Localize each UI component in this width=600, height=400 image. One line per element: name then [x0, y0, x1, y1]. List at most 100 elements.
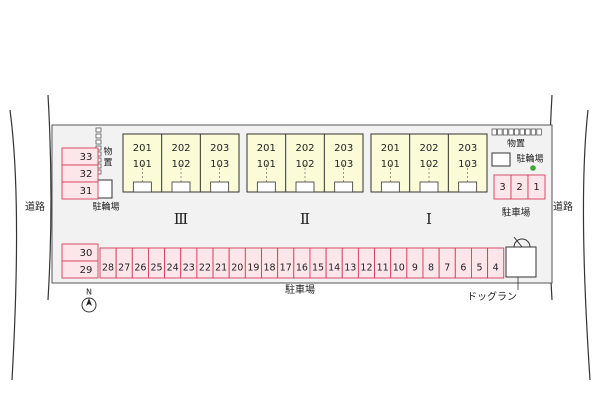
storage-slot-right [497, 128, 503, 136]
bike-rack-slot [95, 133, 102, 139]
parking-space [487, 247, 505, 279]
unit-102: 102 [295, 159, 314, 170]
bike-shelter-right [491, 152, 511, 167]
parking-space-31: 31 [80, 186, 93, 197]
storage-slot-right [536, 128, 542, 136]
entrance-notch [210, 181, 230, 193]
road-label-left: 道路 [25, 200, 45, 213]
entrance-notch [419, 181, 439, 193]
parking-space [527, 174, 546, 200]
bike-parking-label-right: 駐輪場 [516, 153, 543, 165]
bike-rack-slot [95, 139, 102, 145]
building-numeral: Ⅰ [426, 210, 432, 228]
unit-201: 201 [381, 143, 400, 154]
building-1 [122, 133, 240, 193]
parking-space-24: 24 [167, 263, 179, 274]
unit-103: 103 [458, 159, 477, 170]
parking-space-28: 28 [102, 263, 114, 274]
unit-102: 102 [419, 159, 438, 170]
entrance-notch [171, 181, 191, 193]
unit-101: 101 [257, 159, 276, 170]
parking-space-4: 4 [493, 263, 499, 274]
unit-202: 202 [171, 143, 190, 154]
parking-space-8: 8 [428, 263, 434, 274]
storage-slot-right [514, 128, 520, 136]
road-right-line [582, 109, 591, 381]
parking-space-27: 27 [118, 263, 130, 274]
parking-space-21: 21 [215, 263, 227, 274]
building-2 [246, 133, 364, 193]
parking-space-1: 1 [533, 182, 539, 193]
road-label-right: 道路 [553, 200, 573, 213]
parking-space-2: 2 [516, 182, 522, 193]
entrance-notch [458, 181, 478, 193]
parking-space [61, 181, 99, 200]
storage-slot-right [525, 128, 531, 136]
unit-202: 202 [419, 143, 438, 154]
parking-space-29: 29 [80, 265, 93, 276]
road-left-line [9, 109, 18, 381]
parking-space-30: 30 [80, 248, 93, 259]
north-label: N [86, 288, 92, 297]
entrance-notch [295, 181, 315, 193]
entrance-notch [132, 181, 152, 193]
entrance-notch [334, 181, 354, 193]
parking-space-12: 12 [360, 263, 372, 274]
road-left-inner-line [47, 94, 52, 301]
unit-101: 101 [381, 159, 400, 170]
entrance-notch [256, 181, 276, 193]
unit-201: 201 [257, 143, 276, 154]
parking-space-10: 10 [393, 263, 405, 274]
parking-space-14: 14 [328, 263, 340, 274]
parking-space-6: 6 [460, 263, 466, 274]
parking-space-33: 33 [80, 152, 93, 163]
parking-space-7: 7 [444, 263, 450, 274]
unit-103: 103 [334, 159, 353, 170]
dog-run-label: ドッグラン [467, 290, 517, 303]
unit-203: 203 [210, 143, 229, 154]
bike-rack-slot [95, 127, 102, 133]
north-arrow-icon [86, 298, 92, 306]
parking-space-18: 18 [264, 263, 276, 274]
parking-space-23: 23 [183, 263, 195, 274]
storage-slot-right [502, 128, 509, 136]
parking-space-9: 9 [412, 263, 418, 274]
parking-label-right: 駐車場 [502, 207, 531, 219]
parking-space-11: 11 [377, 263, 389, 274]
storage-slot-right [530, 128, 537, 136]
storage-slot-right [491, 128, 497, 136]
storage-label-right: 物置 [507, 138, 525, 150]
building-3 [370, 133, 488, 193]
building-numeral: Ⅲ [174, 210, 188, 228]
parking-space-15: 15 [312, 263, 324, 274]
dog-run-gate-arc [513, 238, 531, 248]
unit-203: 203 [334, 143, 353, 154]
parking-space-19: 19 [247, 263, 259, 274]
parking-label-bottom: 駐車場 [285, 283, 315, 296]
parking-space-26: 26 [134, 263, 146, 274]
parking-space [61, 260, 99, 279]
dog-run-area [505, 246, 537, 278]
unit-103: 103 [210, 159, 229, 170]
bike-marker-dot [530, 165, 536, 171]
parking-space-3: 3 [499, 182, 505, 193]
dog-run-gate [513, 236, 523, 248]
parking-space-20: 20 [231, 263, 243, 274]
unit-102: 102 [171, 159, 190, 170]
parking-space-17: 17 [280, 263, 292, 274]
bike-parking-label-left: 駐輪場 [92, 201, 119, 213]
storage-label-left-1: 物 [103, 146, 112, 158]
parking-space-22: 22 [199, 263, 211, 274]
building-numeral: Ⅱ [300, 210, 310, 228]
parking-space-25: 25 [150, 263, 162, 274]
storage-slot-right [519, 128, 525, 136]
unit-101: 101 [133, 159, 152, 170]
parking-space-5: 5 [477, 263, 483, 274]
storage-label-left-2: 置 [103, 158, 112, 169]
unit-203: 203 [458, 143, 477, 154]
unit-202: 202 [295, 143, 314, 154]
storage-slot-right [508, 128, 514, 136]
entrance-notch [380, 181, 400, 193]
